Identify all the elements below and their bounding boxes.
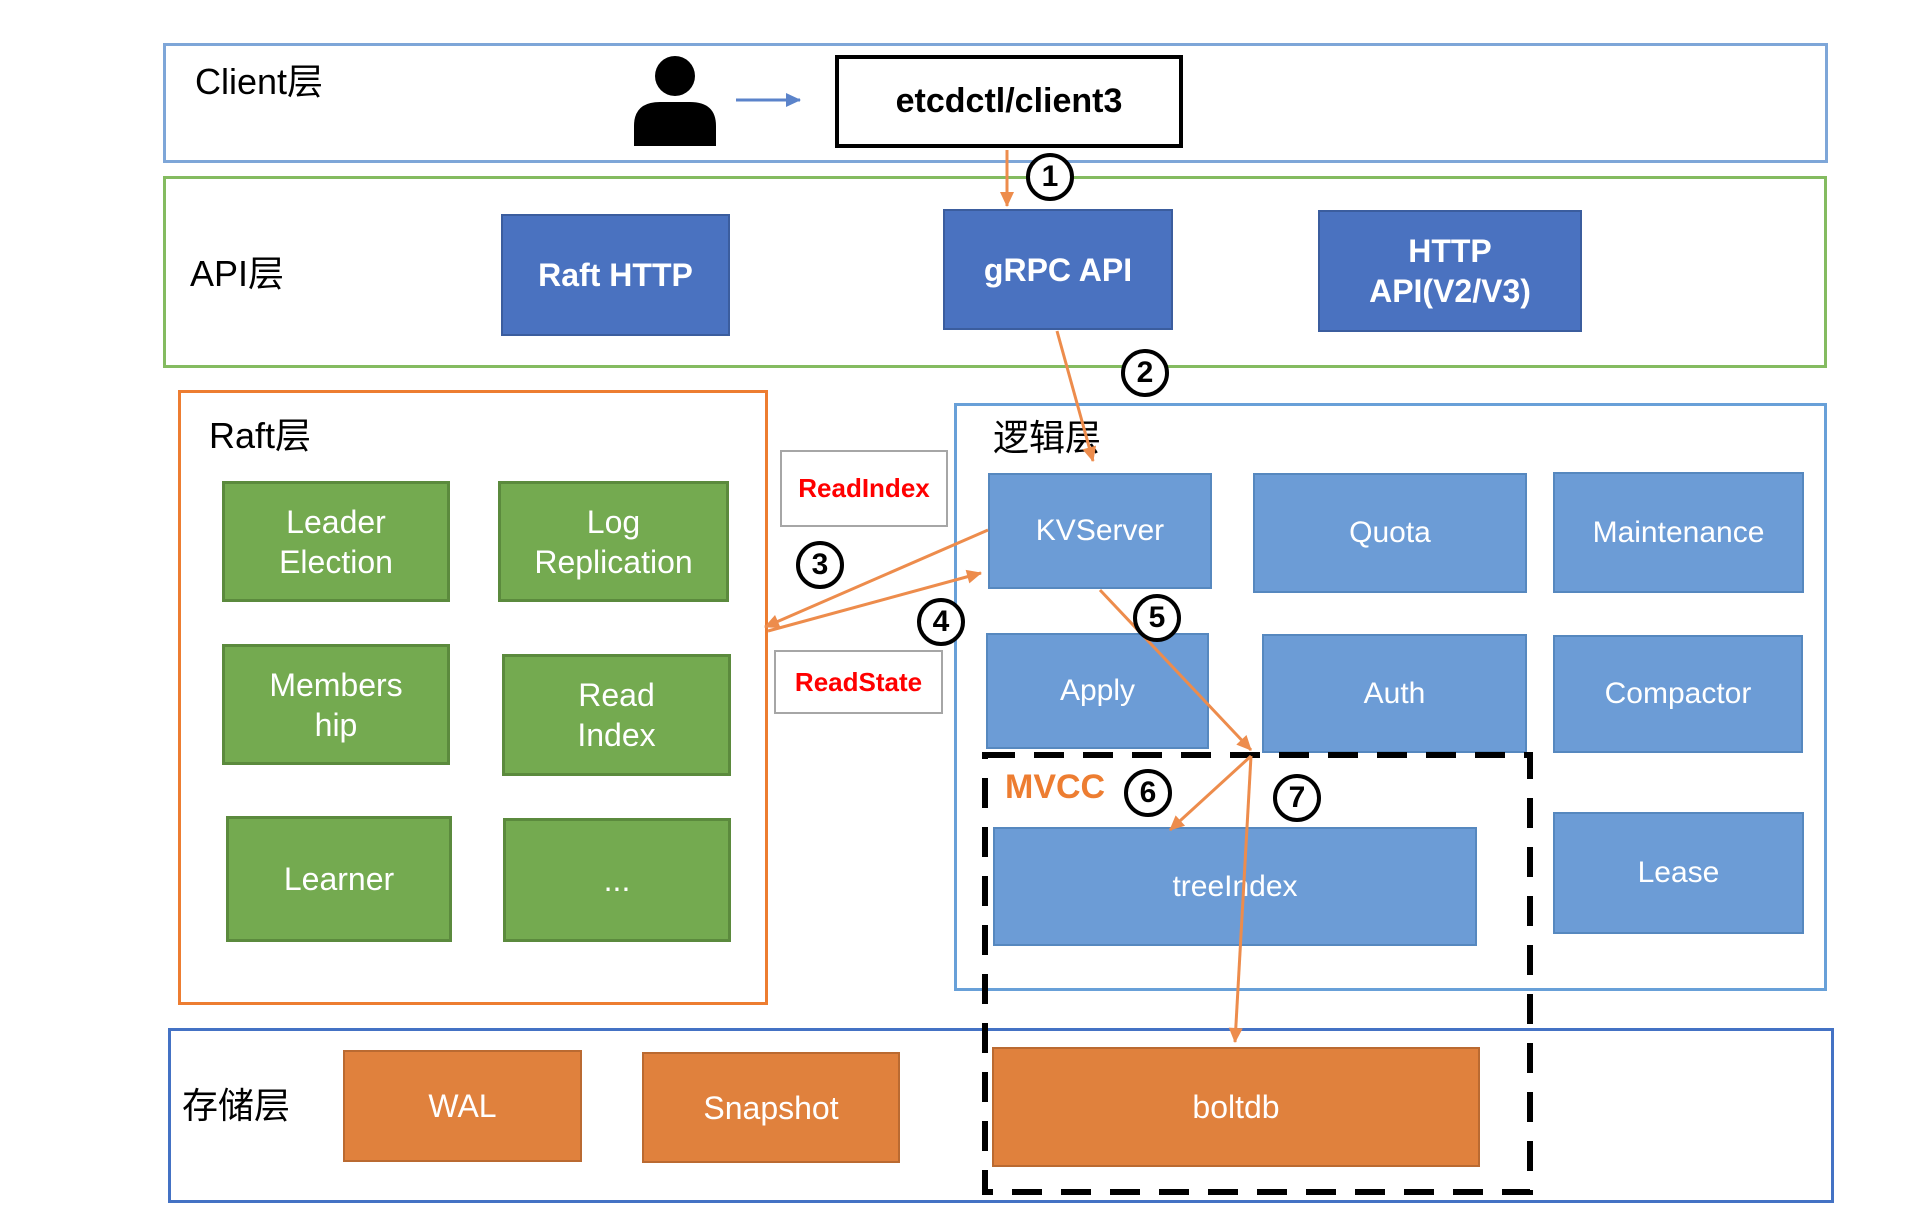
box-wal: WAL — [343, 1050, 582, 1162]
step-badge-5: 5 — [1133, 594, 1181, 642]
mvcc-label: MVCC — [1005, 768, 1106, 806]
layer-raft — [178, 390, 768, 1005]
box-membership: Members hip — [222, 644, 450, 765]
readindex-tag: ReadIndex — [780, 450, 948, 527]
box-read-index: Read Index — [502, 654, 731, 776]
layer-api — [163, 176, 1827, 368]
step-badge-3: 3 — [796, 541, 844, 589]
layer-label-logic: 逻辑层 — [993, 417, 1102, 458]
user-person-icon — [630, 50, 720, 151]
step-badge-1: 1 — [1026, 153, 1074, 201]
layer-label-storage: 存储层 — [182, 1085, 291, 1126]
layer-client — [163, 43, 1828, 163]
step-badge-7: 7 — [1273, 774, 1321, 822]
readstate-tag: ReadState — [774, 650, 943, 714]
box-log-replication: Log Replication — [498, 481, 729, 602]
box-learner: Learner — [226, 816, 452, 942]
box-leader-election: Leader Election — [222, 481, 450, 602]
box-lease: Lease — [1553, 812, 1804, 934]
box-maintenance: Maintenance — [1553, 472, 1804, 593]
box-treeindex: treeIndex — [993, 827, 1477, 946]
box-boltdb: boltdb — [992, 1047, 1480, 1167]
step-badge-2: 2 — [1121, 349, 1169, 397]
box-kvserver: KVServer — [988, 473, 1212, 589]
layer-label-raft: Raft层 — [209, 415, 312, 456]
box-raft-http: Raft HTTP — [501, 214, 730, 336]
box-etcdctl: etcdctl/client3 — [835, 55, 1183, 148]
box-apply: Apply — [986, 633, 1209, 749]
box-snapshot: Snapshot — [642, 1052, 900, 1163]
box-grpc-api: gRPC API — [943, 209, 1173, 330]
box-compactor: Compactor — [1553, 635, 1803, 753]
step-badge-4: 4 — [917, 598, 965, 646]
step-badge-6: 6 — [1124, 769, 1172, 817]
box-auth: Auth — [1262, 634, 1527, 753]
layer-label-client: Client层 — [195, 61, 324, 102]
box-quota: Quota — [1253, 473, 1527, 593]
layer-label-api: API层 — [190, 253, 285, 294]
box-http-api: HTTP API(V2/V3) — [1318, 210, 1582, 332]
box-dots: ... — [503, 818, 731, 942]
